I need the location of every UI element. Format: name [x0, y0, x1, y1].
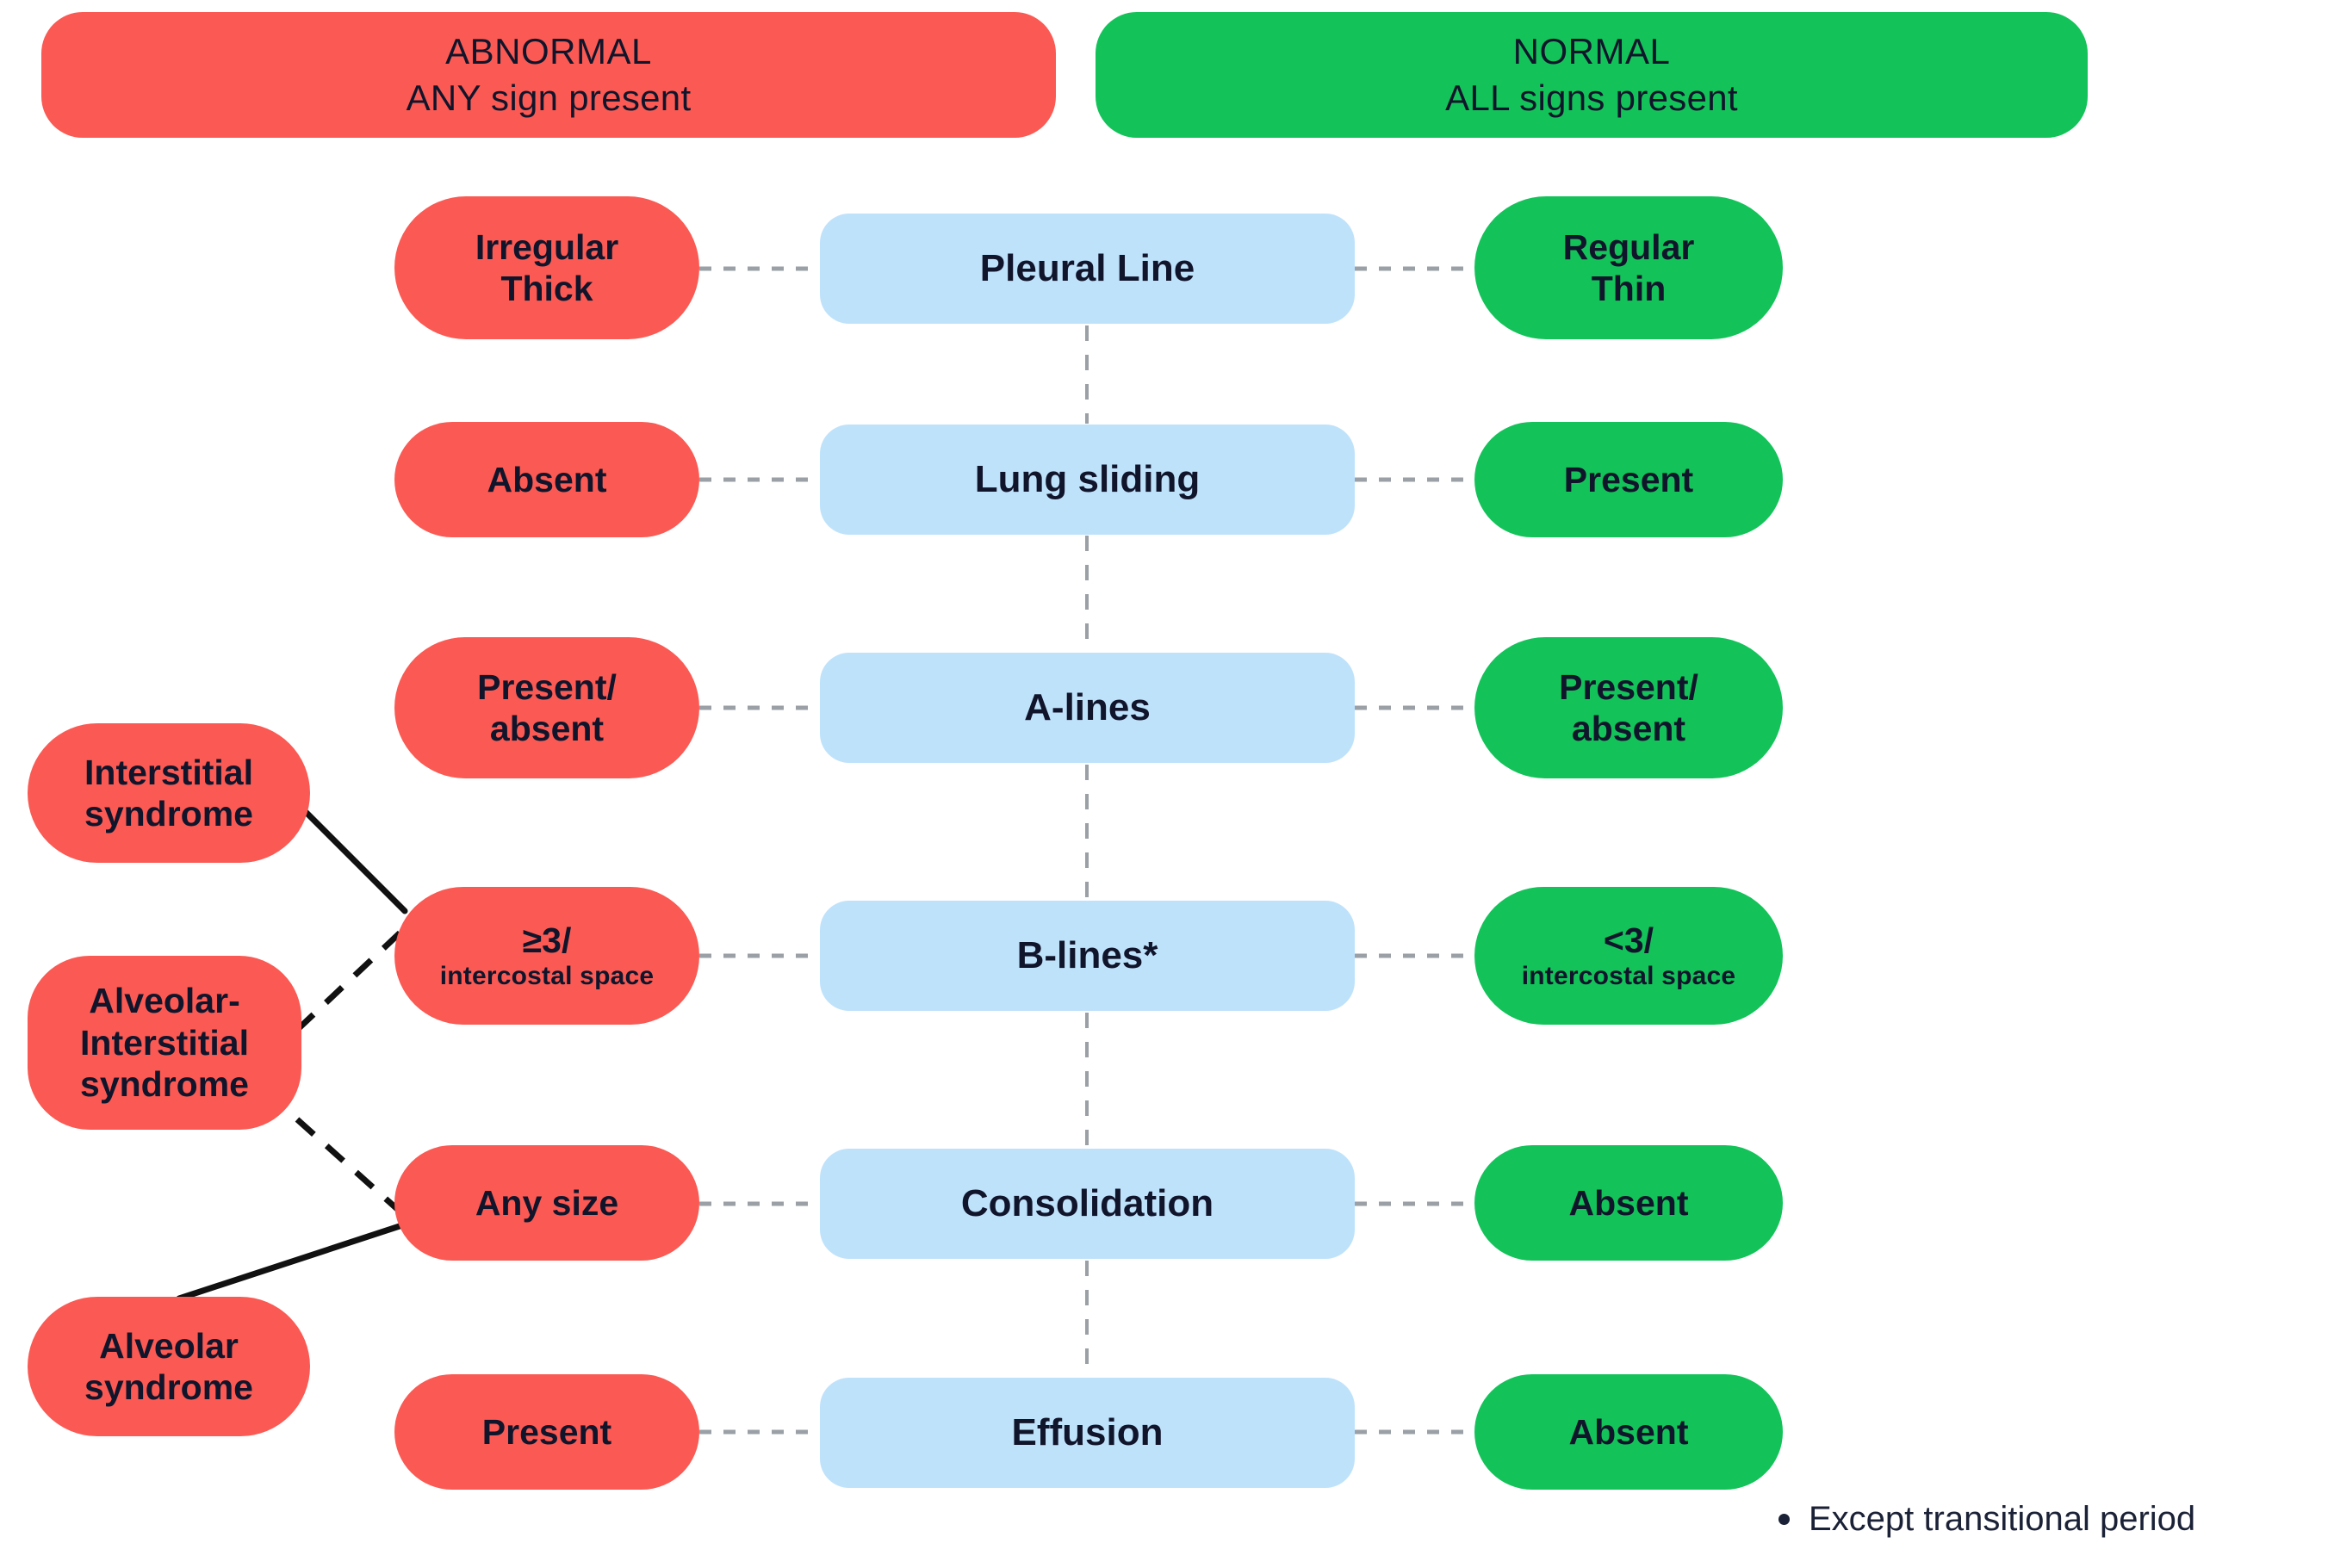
abnormal-a-lines-label1: Present/ [477, 666, 617, 707]
normal-b-lines: <3/ intercostal space [1474, 887, 1783, 1025]
sign-a-lines-label: A-lines [1024, 686, 1151, 729]
syndrome-alveolar-interstitial: Alveolar- Interstitial syndrome [28, 956, 301, 1130]
abnormal-b-lines: ≥3/ intercostal space [394, 887, 699, 1025]
abnormal-effusion: Present [394, 1374, 699, 1490]
sign-consolidation: Consolidation [820, 1149, 1355, 1259]
abnormal-lung-sliding-label1: Absent [487, 459, 607, 499]
normal-lung-sliding-label1: Present [1563, 459, 1694, 499]
link-interstitial-to-blines [300, 806, 408, 914]
banner-abnormal: ABNORMAL ANY sign present [41, 12, 1056, 138]
normal-pleural-line: Regular Thin [1474, 196, 1783, 339]
link-alveolar-to-anysize [176, 1221, 408, 1302]
sign-b-lines: B-lines* [820, 901, 1355, 1011]
sign-consolidation-label: Consolidation [960, 1182, 1214, 1225]
abnormal-b-lines-sublabel: intercostal space [439, 962, 655, 991]
syndrome-alveolar-label1: Alveolar [99, 1325, 239, 1366]
normal-effusion: Absent [1474, 1374, 1783, 1490]
abnormal-pleural-line: Irregular Thick [394, 196, 699, 339]
bullet-dot-icon [1778, 1514, 1790, 1525]
normal-pleural-line-label1: Regular [1562, 226, 1695, 267]
syndrome-alveolar-interstitial-label3: syndrome [80, 1064, 249, 1105]
banner-normal-line1: NORMAL [1512, 31, 1671, 72]
abnormal-effusion-label1: Present [481, 1411, 612, 1452]
normal-lung-sliding: Present [1474, 422, 1783, 537]
banner-abnormal-line1: ABNORMAL [445, 31, 652, 72]
sign-a-lines: A-lines [820, 653, 1355, 763]
abnormal-a-lines-label2: absent [489, 709, 605, 748]
syndrome-alveolar-interstitial-label2: Interstitial [80, 1022, 249, 1063]
syndrome-interstitial: Interstitial syndrome [28, 723, 310, 863]
normal-consolidation-label1: Absent [1568, 1182, 1689, 1223]
link-alvint-to-anysize [295, 1117, 407, 1218]
sign-effusion-label: Effusion [1011, 1411, 1164, 1454]
abnormal-a-lines: Present/ absent [394, 637, 699, 778]
normal-effusion-label1: Absent [1568, 1411, 1689, 1452]
footnote: Except transitional period [1778, 1500, 2195, 1539]
banner-normal-line2: ALL signs present [1445, 77, 1738, 118]
abnormal-consolidation-label1: Any size [475, 1182, 619, 1223]
syndrome-alveolar-interstitial-label1: Alveolar- [89, 981, 240, 1021]
sign-lung-sliding-label: Lung sliding [974, 458, 1201, 501]
syndrome-alveolar: Alveolar syndrome [28, 1297, 310, 1436]
sign-pleural-line-label: Pleural Line [979, 247, 1195, 290]
footnote-text: Except transitional period [1809, 1500, 2196, 1538]
abnormal-consolidation: Any size [394, 1145, 699, 1261]
sign-effusion: Effusion [820, 1378, 1355, 1488]
normal-a-lines-label2: absent [1571, 709, 1686, 748]
normal-a-lines: Present/ absent [1474, 637, 1783, 778]
sign-lung-sliding: Lung sliding [820, 425, 1355, 535]
syndrome-alveolar-label2: syndrome [84, 1367, 253, 1407]
link-alvint-to-blines [295, 926, 407, 1032]
normal-b-lines-label1: <3/ [1603, 920, 1654, 961]
normal-consolidation: Absent [1474, 1145, 1783, 1261]
normal-b-lines-sublabel: intercostal space [1521, 962, 1736, 991]
banner-abnormal-line2: ANY sign present [406, 77, 692, 118]
syndrome-interstitial-label2: syndrome [84, 794, 253, 834]
abnormal-b-lines-label1: ≥3/ [522, 920, 572, 961]
normal-a-lines-label1: Present/ [1559, 666, 1698, 707]
sign-pleural-line: Pleural Line [820, 214, 1355, 324]
banner-normal: NORMAL ALL signs present [1096, 12, 2088, 138]
sign-b-lines-label: B-lines* [1016, 934, 1158, 977]
normal-pleural-line-label2: Thin [1591, 269, 1667, 308]
abnormal-pleural-line-label1: Irregular [475, 226, 619, 267]
abnormal-pleural-line-label2: Thick [500, 269, 593, 308]
abnormal-lung-sliding: Absent [394, 422, 699, 537]
syndrome-interstitial-label1: Interstitial [84, 752, 253, 792]
